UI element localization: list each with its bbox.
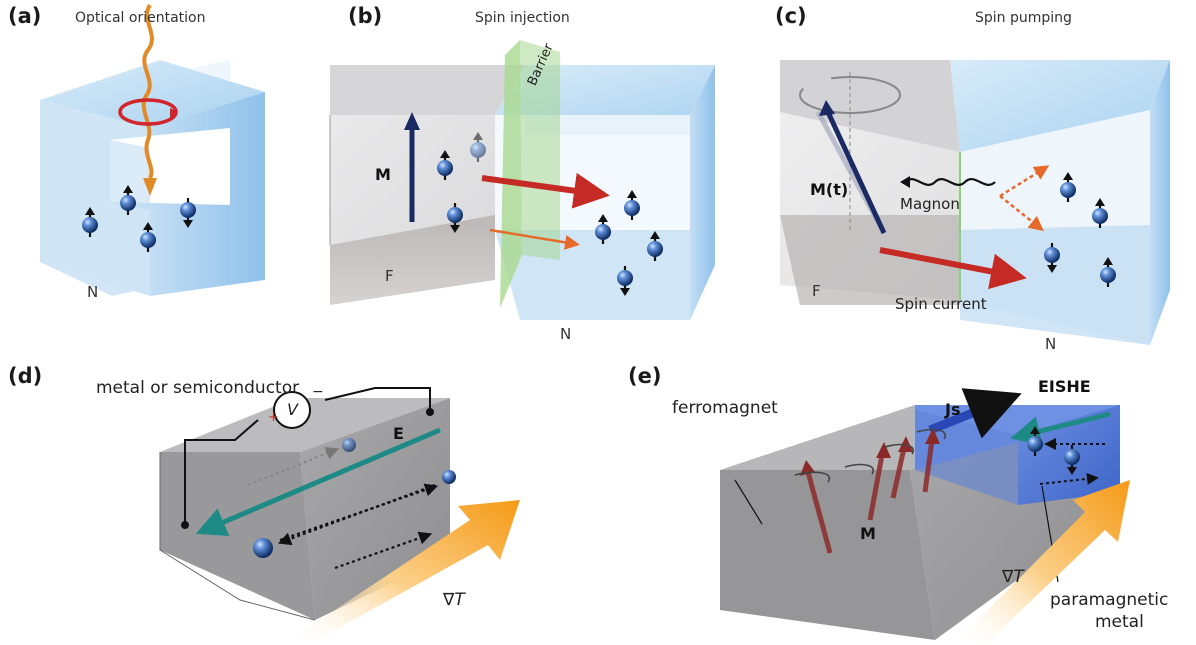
photon-wave-icon	[141, 3, 154, 180]
spin-current-label: Spin current	[895, 295, 987, 313]
panel-d	[159, 387, 520, 645]
panel-label-e: (e)	[628, 364, 662, 388]
panel-a	[40, 3, 265, 296]
region-b-left: F	[385, 267, 394, 285]
region-c-right: N	[1045, 335, 1057, 353]
voltmeter-plus: +	[268, 410, 279, 425]
region-c-left: F	[812, 282, 821, 300]
title-a: Optical orientation	[75, 10, 206, 26]
panel-label-a: (a)	[8, 4, 42, 28]
magnetization-e: M	[860, 524, 876, 543]
title-b: Spin injection	[475, 10, 570, 26]
region-b-right: N	[560, 325, 572, 343]
voltmeter-icon	[273, 391, 311, 429]
title-c: Spin pumping	[975, 10, 1072, 26]
paramagnetic-label-1: paramagnetic	[1050, 590, 1169, 610]
panel-e	[720, 388, 1130, 645]
panel-c	[780, 60, 1170, 345]
js-label: Js	[945, 400, 961, 419]
panel-label-d: (d)	[8, 364, 43, 388]
magnon-label: Magnon	[900, 195, 960, 213]
magnetization-b: M	[375, 165, 391, 184]
voltmeter-label: V	[287, 400, 298, 419]
eishe-label: EISHE	[1038, 377, 1091, 396]
paramagnetic-label-2: metal	[1095, 612, 1144, 632]
ferromagnet-label: ferromagnet	[672, 398, 778, 418]
gradient-label-d: ∇T	[443, 590, 465, 610]
voltmeter-minus: −	[312, 384, 324, 400]
gradient-label-e: ∇T	[1002, 567, 1024, 587]
magnetization-c: M(t)	[810, 180, 849, 199]
panel-label-c: (c)	[775, 4, 807, 28]
material-label-d: metal or semiconductor	[96, 378, 300, 398]
region-a: N	[87, 283, 99, 301]
panel-label-b: (b)	[348, 4, 383, 28]
panel-b	[329, 40, 715, 320]
field-label-d: E	[393, 424, 404, 443]
